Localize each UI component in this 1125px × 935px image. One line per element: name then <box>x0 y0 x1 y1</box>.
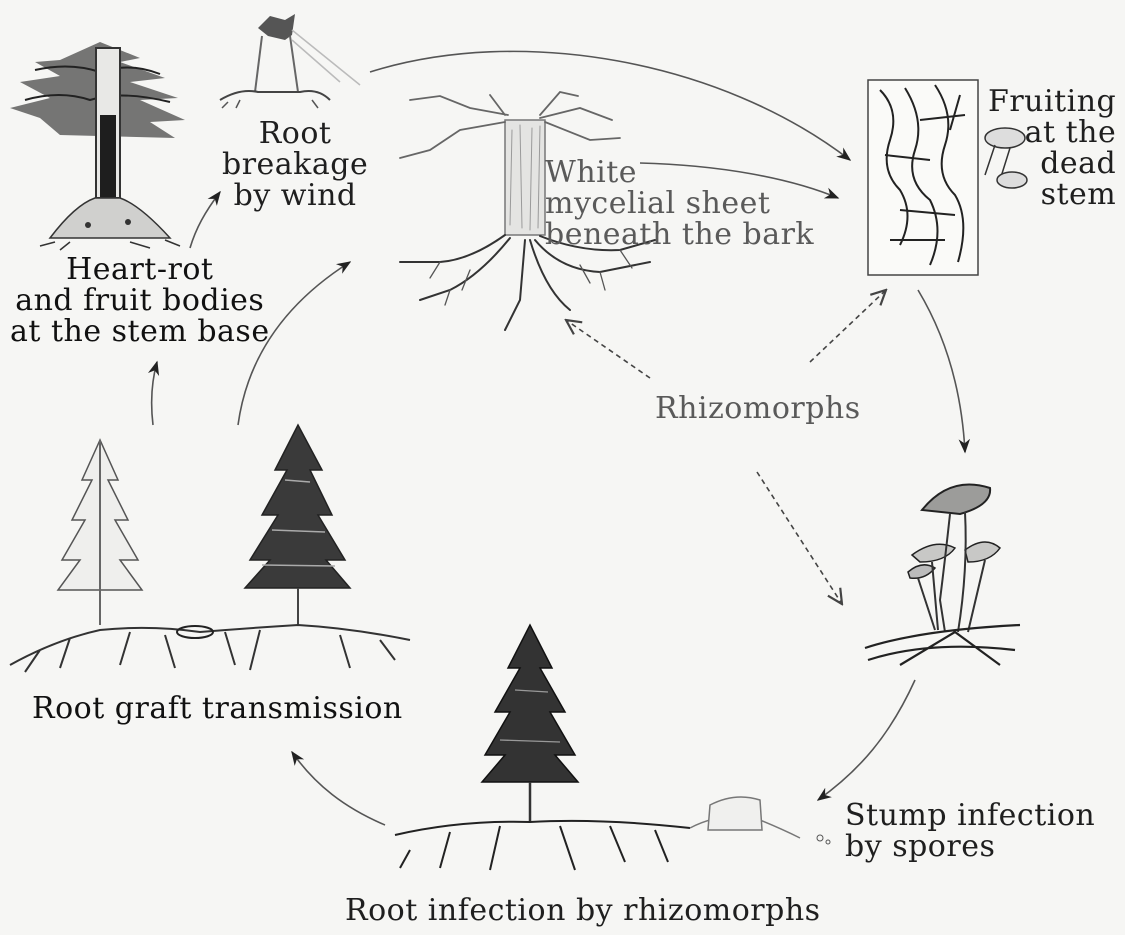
label-root-infection: Root infection by rhizomorphs <box>345 895 821 926</box>
dashed-arrow-to-mushroom-base <box>757 472 842 604</box>
dashed-arrow-to-mycelial-roots <box>566 320 650 378</box>
arrow-heartrot-to-breakage <box>190 192 220 248</box>
arrow-fruiting-to-mushrooms <box>918 290 965 452</box>
arrow-breakage-to-fruiting <box>370 51 850 160</box>
arrow-root-infection-to-graft <box>292 752 385 825</box>
label-stump-infection: Stump infection by spores <box>845 800 1095 862</box>
rhizomorph-arrows <box>566 290 886 604</box>
label-rhizomorphs: Rhizomorphs <box>655 393 861 424</box>
label-root-breakage: Root breakage by wind <box>222 118 368 211</box>
root-infection-tree-illustration <box>395 625 830 870</box>
dashed-arrow-to-dead-stem <box>810 290 886 362</box>
root-graft-trees-illustration <box>10 425 410 672</box>
label-white-mycelial-sheet: White mycelial sheet beneath the bark <box>545 157 814 250</box>
heart-rot-tree-illustration <box>10 42 185 250</box>
mushroom-cluster-illustration <box>865 484 1020 665</box>
broken-stump-illustration <box>220 14 360 108</box>
label-heart-rot: Heart-rot and fruit bodies at the stem b… <box>10 254 270 347</box>
label-fruiting-dead-stem: Fruiting at the dead stem <box>988 86 1116 210</box>
arrow-mushrooms-to-stump <box>818 680 915 800</box>
arrow-graft-to-heartrot <box>152 362 157 425</box>
label-root-graft-transmission: Root graft transmission <box>32 693 403 724</box>
